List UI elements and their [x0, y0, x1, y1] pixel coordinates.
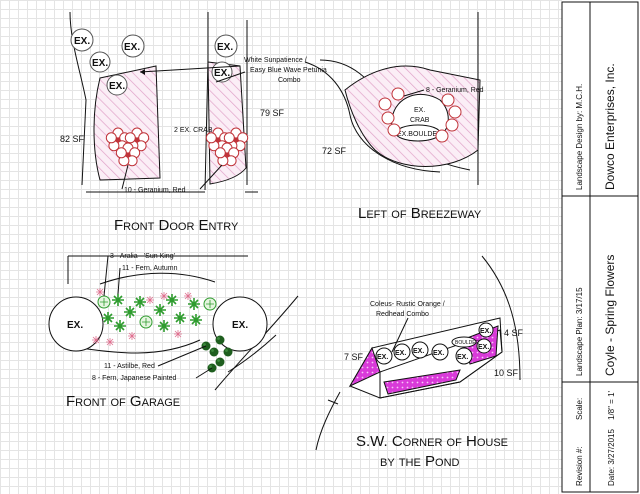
ex-label: EX. — [92, 58, 108, 69]
svg-text:EX.: EX. — [377, 354, 388, 361]
front-door-entry-section: EX. EX. EX. EX. EX. EX. 2 EX. CRAB 82 SF… — [60, 11, 327, 234]
ex-label: EX. — [214, 68, 230, 79]
svg-text:EX.: EX. — [478, 344, 489, 351]
astilbe-callout: 11 - Astilbe, Red — [104, 363, 155, 370]
front-of-garage-section: EX. EX. — [48, 253, 299, 410]
ex-label: EX. — [124, 42, 140, 53]
designer-label: Landscape Design by: M.C.H. — [575, 84, 584, 190]
sw-sf-right-bottom: 10 SF — [494, 368, 519, 378]
svg-text:Easy Blue Wave Petunia: Easy Blue Wave Petunia — [250, 67, 327, 74]
bed-front-left — [93, 65, 161, 181]
existing-shrub — [121, 34, 145, 58]
aralia-callout: 3 - Aralia - 'Sun King' — [110, 253, 175, 260]
project-name: Coyle - Spring Flowers — [603, 255, 617, 376]
sunpatience-callout: White Sunpatience / Easy Blue Wave Petun… — [139, 57, 327, 84]
title-front-of-garage: Front of Garage — [66, 393, 180, 410]
title-left-of-breezeway: Left of Breezeway — [358, 205, 482, 222]
sw-sf-right-top: 4 SF — [504, 328, 524, 338]
svg-text:EX.: EX. — [413, 348, 424, 355]
sf-right-label: 79 SF — [260, 108, 285, 118]
svg-text:EX.: EX. — [67, 320, 83, 331]
house-wall-right — [204, 12, 209, 191]
svg-text:CRAB: CRAB — [410, 117, 430, 124]
garage-plantings — [91, 287, 233, 373]
svg-text:EX.: EX. — [433, 350, 444, 357]
existing-shrub — [214, 34, 238, 58]
breezeway-geranium-callout: 8 - Geranium, Red — [426, 87, 484, 94]
company-name: Dowco Enterprises, Inc. — [603, 63, 617, 190]
plan-date-label: Landscape Plan: 3/17/15 — [575, 287, 584, 376]
svg-text:10 - Geranium, Red: 10 - Geranium, Red — [124, 187, 186, 194]
revision-label: Revision #: — [575, 446, 584, 486]
coleus-callout: Coleus- Rustic Orange / — [370, 301, 445, 308]
sf-left-label: 82 SF — [60, 134, 85, 144]
scale-label: Scale: — [575, 398, 584, 420]
svg-text:EX.BOULDERS: EX.BOULDERS — [397, 131, 447, 138]
coleus-planting — [348, 346, 381, 388]
coleus-planting — [383, 369, 461, 395]
existing-shrub — [70, 28, 94, 52]
existing-shrub — [106, 74, 128, 96]
ex-label: EX. — [109, 81, 125, 92]
svg-text:EX.: EX. — [414, 107, 425, 114]
svg-text:EX.: EX. — [457, 354, 468, 361]
svg-text:EX.: EX. — [480, 328, 491, 335]
left-of-breezeway-section: EX. CRAB EX.BOULDERS 8 - Geranium, Red 7… — [304, 12, 484, 222]
title-front-door-entry: Front Door Entry — [114, 217, 239, 234]
svg-text:BOULDER: BOULDER — [455, 340, 480, 346]
crab-label: 2 EX. CRAB — [174, 127, 213, 134]
date-label: Date: 3/27/2015 — [607, 429, 616, 486]
existing-shrub — [89, 51, 111, 73]
fern-autumn-callout: 11 - Fern, Autumn — [122, 265, 178, 272]
svg-text:White Sunpatience /: White Sunpatience / — [244, 57, 307, 64]
coleus-callout-line2: Redhead Combo — [376, 311, 429, 318]
front-geranium-callout: 10 - Geranium, Red — [121, 164, 223, 194]
breezeway-geraniums — [378, 87, 462, 143]
existing-tree-right — [212, 296, 268, 352]
ex-label: EX. — [217, 42, 233, 53]
breezeway-sf-label: 72 SF — [322, 146, 347, 156]
scale-value: 1/8" = 1' — [607, 390, 616, 420]
ex-label: EX. — [74, 36, 90, 47]
title-sw-corner: S.W. Corner of House — [356, 433, 508, 450]
existing-tree-left — [48, 296, 104, 352]
sw-corner-section: EX. EX. EX. EX. EX. EX. EX. BOULDER Cole… — [315, 255, 524, 470]
sw-existing-shrubs: EX. EX. EX. EX. EX. EX. EX. BOULDER — [375, 322, 494, 365]
title-block: Landscape Design by: M.C.H. Dowco Enterp… — [561, 1, 639, 493]
title-by-the-pond: by the Pond — [380, 453, 460, 470]
svg-text:EX.: EX. — [395, 350, 406, 357]
svg-text:EX.: EX. — [232, 320, 248, 331]
fern-japanese-callout: 8 - Fern, Japanese Painted — [92, 375, 177, 382]
house-wall-left — [69, 11, 87, 186]
svg-text:Combo: Combo — [278, 77, 301, 84]
sw-sf-left: 7 SF — [344, 352, 364, 362]
